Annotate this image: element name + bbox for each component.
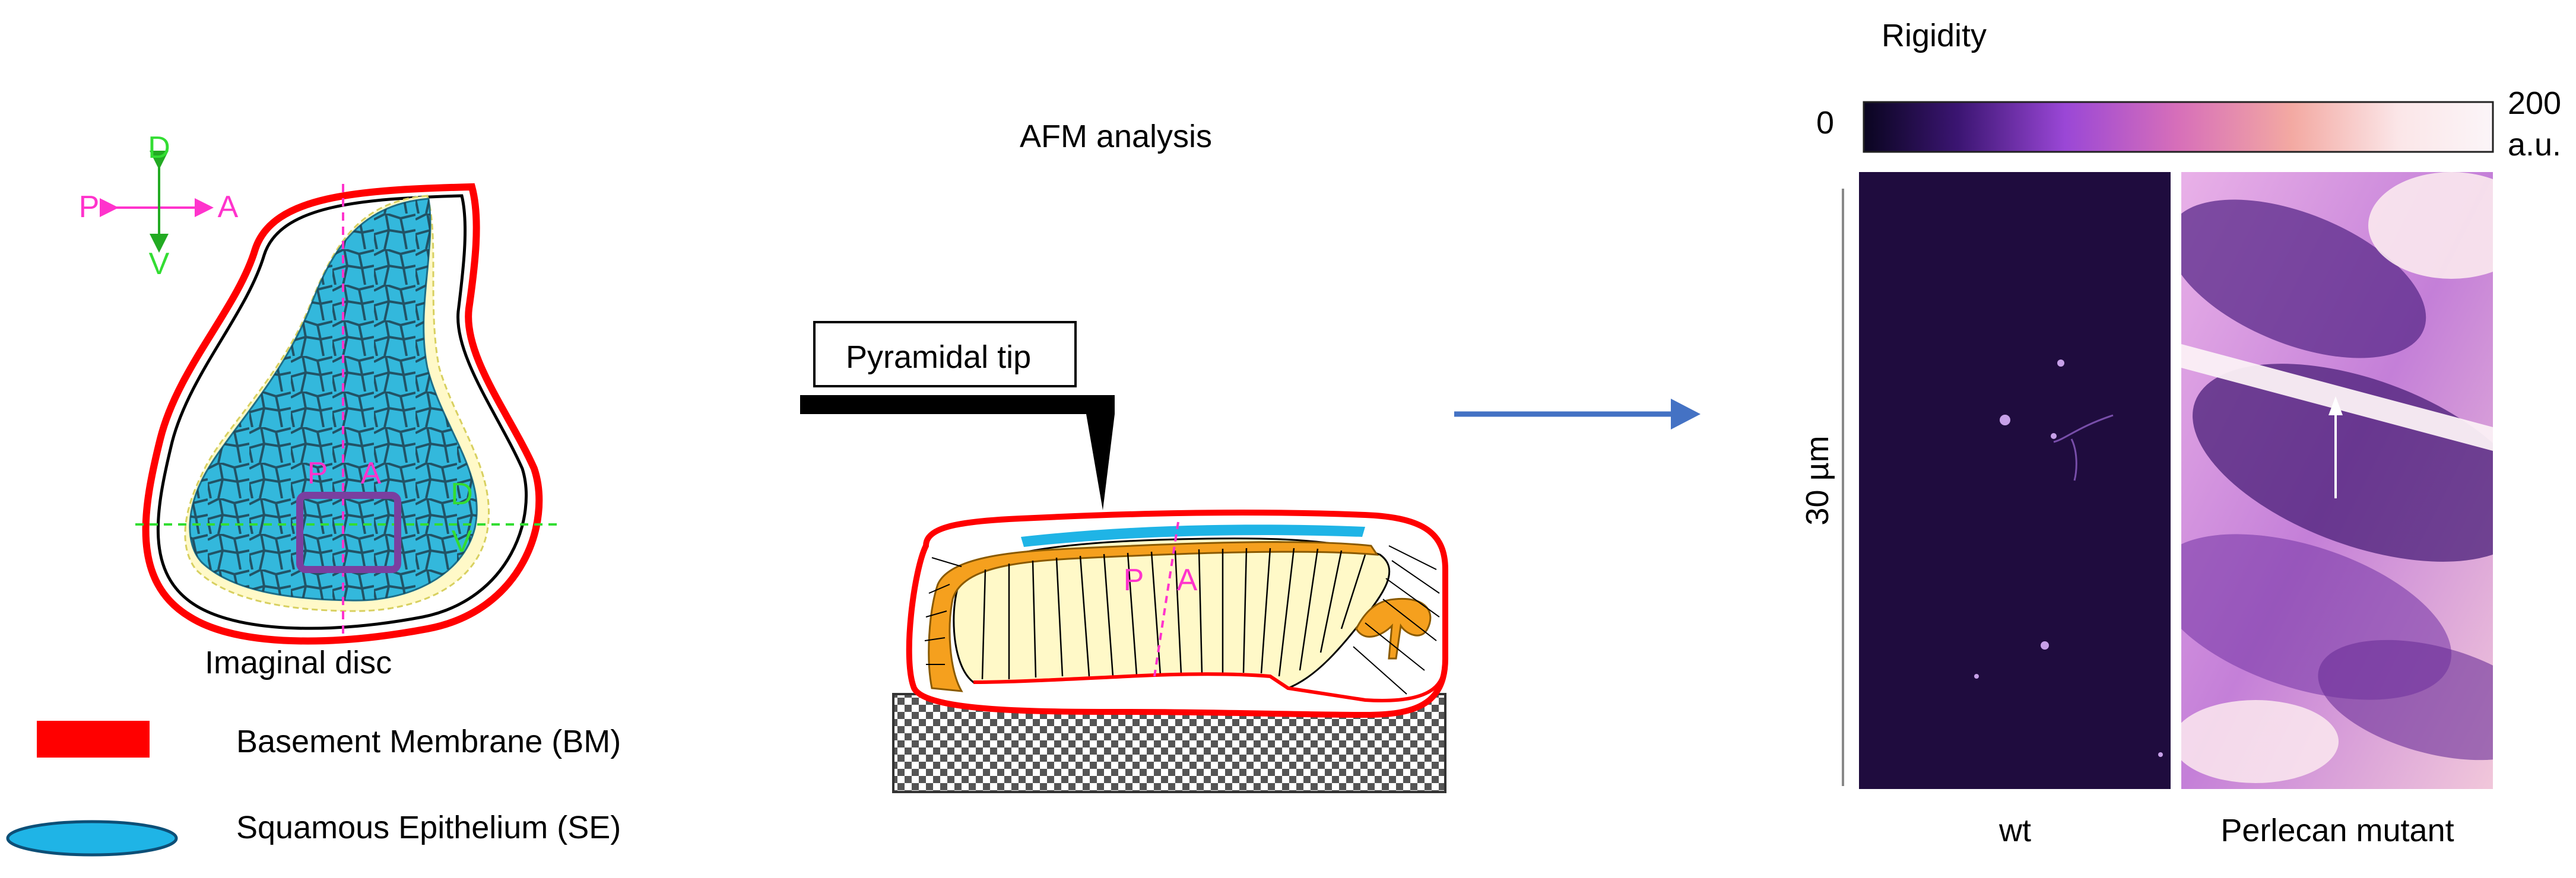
legend-se-label: Squamous Epithelium (SE)	[236, 810, 621, 845]
compass-p-label: P	[79, 190, 100, 224]
colorbar-max-value: 200	[2508, 85, 2561, 121]
columnar-cell-boundaries	[981, 548, 1366, 680]
compass-v-label: V	[149, 247, 170, 281]
afm-title: AFM analysis	[1020, 119, 1212, 154]
rigidity-map-wt	[1859, 172, 2171, 789]
pyramidal-tip-label: Pyramidal tip	[846, 339, 1031, 375]
peripheral-cell-boundaries	[924, 545, 1440, 695]
afm-scan-region-box	[296, 492, 401, 573]
rigidity-map-perlecan-mutant	[2181, 172, 2493, 789]
cross-section-p-label: P	[1124, 563, 1144, 597]
afm-cantilever	[800, 395, 1115, 414]
cross-section-ap-line	[1153, 521, 1179, 677]
disc-p-label: P	[307, 456, 328, 491]
afm-diagram: AFM analysis Pyramidal tip	[800, 119, 1448, 793]
flow-arrow	[1454, 399, 1701, 430]
legend-se-swatch	[6, 820, 178, 857]
colorbar-min-label: 0	[1816, 105, 1834, 141]
imaginal-disc-diagram: D V P A P A D V Imaginal disc	[79, 131, 558, 680]
orientation-compass: D V P A	[79, 131, 239, 281]
disc-cross-section: P A	[906, 510, 1448, 718]
afm-pyramidal-tip	[1086, 414, 1115, 510]
rigidity-panel: Rigidity 0 200 a.u. 30 µm	[1800, 18, 2561, 848]
disc-squamous-epithelium	[189, 198, 478, 602]
rigidity-title: Rigidity	[1882, 18, 1987, 53]
disc-d-label: D	[451, 477, 473, 511]
compass-d-label: D	[148, 131, 170, 165]
pyramidal-tip-label-box	[813, 321, 1077, 387]
panel-label-wt: wt	[1998, 813, 2031, 848]
disc-a-label: A	[361, 456, 382, 491]
disc-caption: Imaginal disc	[205, 645, 392, 680]
legend: Basement Membrane (BM) Squamous Epitheli…	[6, 721, 621, 857]
legend-bm-swatch	[37, 721, 150, 758]
disc-v-label: V	[452, 524, 472, 559]
compass-a-label: A	[218, 190, 239, 224]
legend-bm-label: Basement Membrane (BM)	[236, 724, 621, 759]
cross-section-a-label: A	[1177, 563, 1198, 597]
panel-label-perlecan-mutant: Perlecan mutant	[2220, 813, 2454, 848]
scale-bar-label: 30 µm	[1800, 435, 1835, 525]
rigidity-colorbar	[1863, 101, 2494, 153]
colorbar-max-unit: a.u.	[2508, 127, 2561, 163]
